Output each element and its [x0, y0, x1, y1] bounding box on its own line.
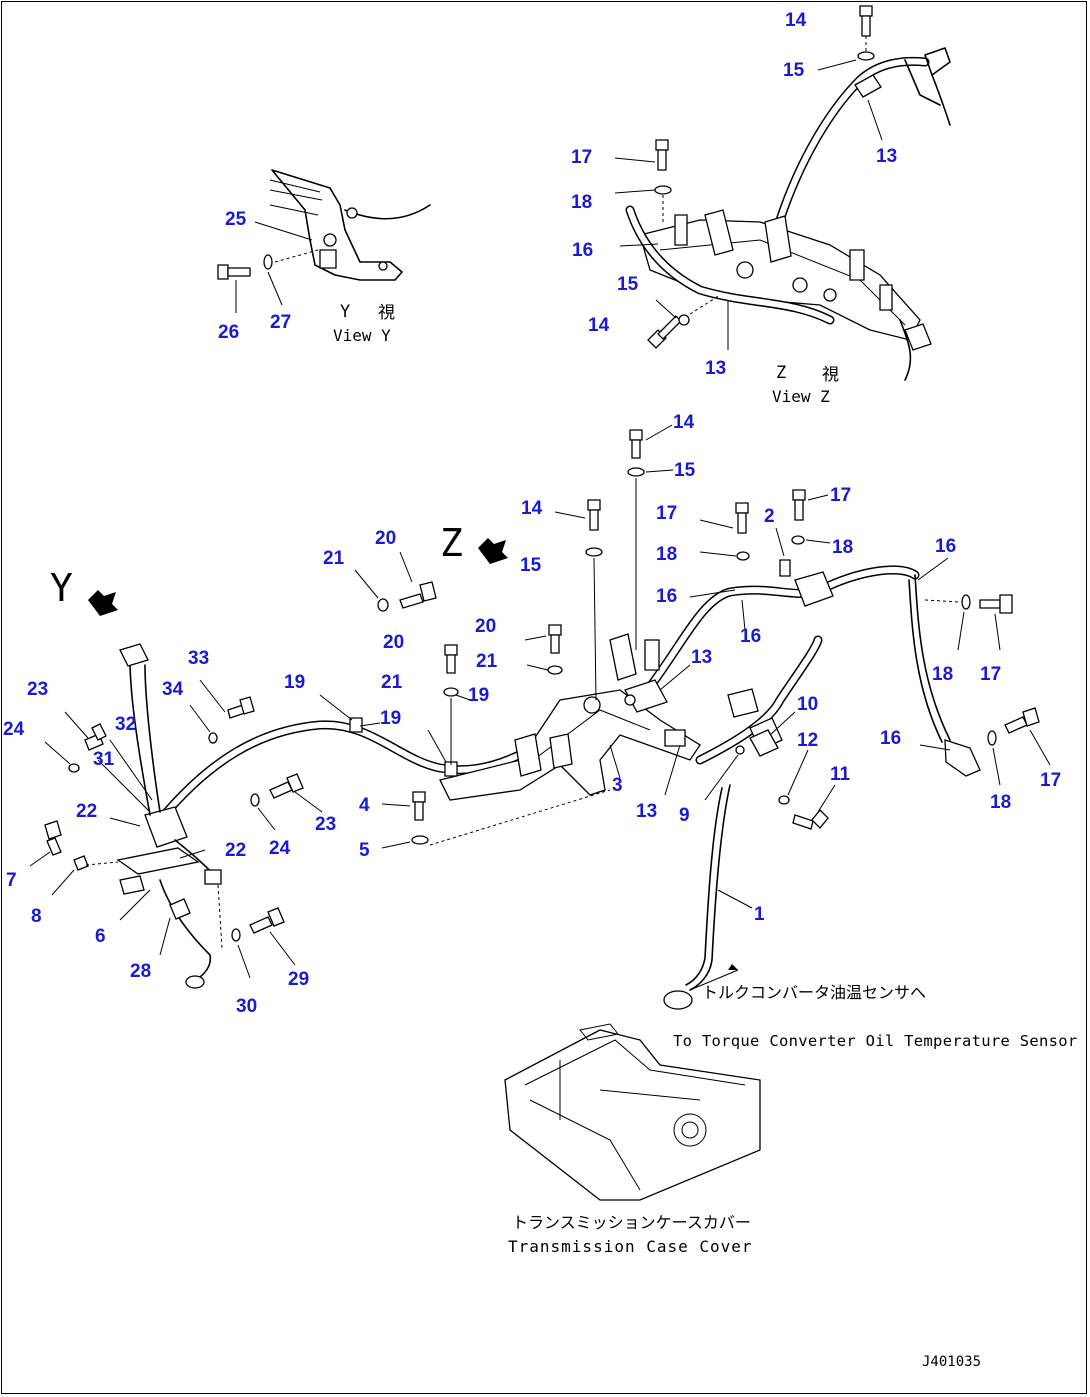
fasteners	[29, 424, 1051, 991]
callout-15: 15	[674, 460, 696, 481]
callout-18: 18	[832, 537, 853, 558]
callout-22: 22	[76, 801, 97, 822]
sensor-note-jp: トルクコンバータ油温センサへ	[702, 983, 926, 1002]
case-cover-label-en: Transmission Case Cover	[508, 1237, 753, 1256]
callout-18: 18	[990, 792, 1011, 813]
callout-2: 2	[764, 506, 775, 527]
view-y-arrow-icon	[88, 590, 118, 616]
callout-22: 22	[225, 840, 246, 861]
callout-17: 17	[656, 503, 677, 524]
callout-20: 20	[383, 632, 404, 653]
callout-24: 24	[3, 719, 25, 740]
view-y-letter: Y	[340, 302, 350, 322]
view-z-illustration	[614, 5, 951, 381]
callout-34: 34	[162, 679, 184, 700]
callout-20: 20	[475, 616, 496, 637]
callout-33: 33	[188, 648, 209, 669]
callout-9: 9	[679, 805, 690, 826]
callout-7: 7	[6, 870, 17, 891]
callout-15: 15	[520, 555, 542, 576]
callout-19: 19	[468, 685, 489, 706]
callout-28: 28	[130, 961, 151, 982]
view-z-letter: Z	[776, 363, 786, 383]
callout-17: 17	[980, 664, 1001, 685]
callout-13: 13	[636, 801, 657, 822]
callout-13: 13	[691, 647, 712, 668]
callout-14: 14	[521, 498, 543, 519]
view-y-caption: View Y	[333, 326, 391, 345]
callout-20: 20	[375, 528, 396, 549]
callout-18: 18	[571, 192, 592, 213]
view-z-caption: View Z	[772, 387, 830, 406]
callout-23: 23	[27, 679, 48, 700]
callout-21: 21	[381, 672, 403, 693]
callout-16: 16	[572, 240, 593, 261]
callout-4: 4	[359, 795, 370, 816]
callout-17: 17	[1040, 770, 1061, 791]
view-y-illustration	[217, 169, 431, 313]
callout-21: 21	[476, 651, 498, 672]
callout-25: 25	[225, 209, 247, 230]
callout-6: 6	[95, 926, 106, 947]
callout-17: 17	[571, 147, 592, 168]
direction-marker-y: Y	[50, 566, 73, 610]
sensor-note-en: To Torque Converter Oil Temperature Sens…	[673, 1032, 1078, 1050]
callout-30: 30	[236, 996, 257, 1017]
callout-14: 14	[673, 412, 695, 433]
callout-16: 16	[656, 586, 677, 607]
view-z-jp: 視	[822, 365, 839, 385]
callout-23: 23	[315, 814, 336, 835]
callout-5: 5	[359, 840, 370, 861]
callout-19: 19	[380, 708, 401, 729]
callout-3: 3	[612, 775, 623, 796]
callout-10: 10	[797, 694, 818, 715]
callout-1: 1	[754, 904, 765, 925]
callout-15: 15	[617, 274, 639, 295]
callout-21: 21	[323, 548, 345, 569]
callout-14: 14	[588, 315, 610, 336]
direction-marker-z: Z	[440, 521, 463, 565]
callout-11: 11	[830, 764, 851, 785]
callout-32: 32	[115, 714, 136, 735]
callout-27: 27	[270, 312, 291, 333]
callout-16: 16	[935, 536, 956, 557]
callout-18: 18	[932, 664, 953, 685]
case-cover-label-jp: トランスミッションケースカバー	[512, 1213, 751, 1232]
callout-12: 12	[797, 730, 818, 751]
callout-13: 13	[876, 146, 897, 167]
callout-13: 13	[705, 358, 726, 379]
callout-14: 14	[785, 10, 807, 31]
callout-24: 24	[269, 838, 291, 859]
callout-31: 31	[93, 749, 115, 770]
callout-19: 19	[284, 672, 305, 693]
callout-29: 29	[288, 969, 309, 990]
callout-8: 8	[31, 906, 42, 927]
main-harness-assembly	[116, 565, 981, 1201]
callout-18: 18	[656, 544, 677, 565]
callout-17: 17	[830, 485, 851, 506]
callout-16: 16	[880, 728, 901, 749]
callout-16: 16	[740, 626, 761, 647]
drawing-id: J401035	[922, 1354, 981, 1370]
view-z-arrow-icon	[478, 538, 508, 564]
callout-15: 15	[783, 60, 805, 81]
view-y-jp: 視	[378, 303, 395, 323]
callout-26: 26	[218, 322, 239, 343]
